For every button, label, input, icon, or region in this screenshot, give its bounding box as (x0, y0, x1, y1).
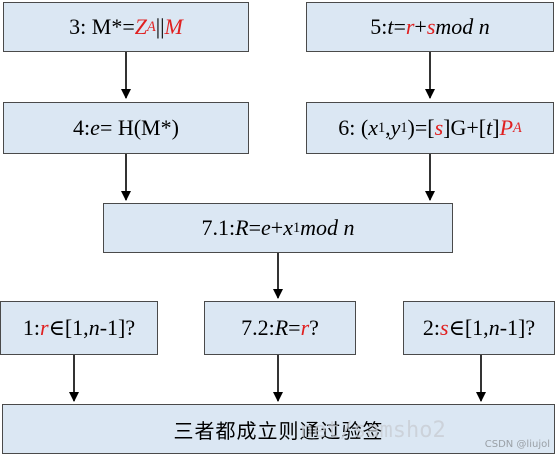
step-4-rest: = H(M*) (99, 115, 179, 140)
condition-1-box: 1:r∈[1,n-1]? (0, 301, 158, 355)
step-7-1-mod: mod n (300, 215, 355, 240)
step-5-r: r (405, 14, 415, 39)
step-5-plus: + (414, 14, 427, 39)
step-3-z: Z (134, 14, 147, 39)
step-6-s: s (434, 115, 444, 140)
step-5-mod: mod n (435, 14, 490, 39)
step-6-x: x (368, 115, 378, 140)
step-7-2-R: R (274, 315, 289, 340)
step-3-m: M (164, 14, 183, 39)
final-result-box: 三者都成立则通过验签 (2, 404, 555, 454)
step-4-prefix: 4: (73, 115, 91, 140)
condition-2-n: n (488, 315, 500, 340)
condition-2-rest2: -1]? (499, 315, 536, 340)
step-7-1-prefix: 7.1: (201, 215, 236, 240)
condition-2-prefix: 2: (422, 315, 440, 340)
step-3-prefix: 3: M*= (69, 14, 135, 39)
step-6-p: P (499, 115, 514, 140)
step-5-prefix: 5: (370, 14, 388, 39)
step-7-2-box: 7.2: R=r? (204, 301, 356, 355)
step-4-box: 4: e = H(M*) (3, 102, 249, 154)
step-4-e: e (90, 115, 100, 140)
condition-1-rest1: ∈[1, (48, 315, 89, 340)
step-6-prefix: 6: ( (338, 115, 369, 140)
step-7-1-x: x (283, 215, 293, 240)
condition-1-rest2: -1]? (99, 315, 136, 340)
final-result-text: 三者都成立则通过验签 (173, 418, 384, 443)
condition-2-rest1: ∈[1, (448, 315, 489, 340)
step-7-1-plus: + (270, 215, 284, 240)
step-7-2-eq: = (288, 315, 301, 340)
step-6-t: t (486, 115, 493, 140)
condition-2-s: s (440, 315, 449, 340)
step-6-mid2: ]G+[ (443, 115, 487, 140)
step-5-eq: = (393, 14, 406, 39)
step-7-2-prefix: 7.2: (241, 315, 275, 340)
step-6-mid1: )=[ (407, 115, 435, 140)
step-3-concat: || (155, 14, 165, 39)
step-5-t: t (387, 14, 394, 39)
step-7-1-e: e (261, 215, 271, 240)
watermark-text: net/samsho2 (300, 418, 446, 443)
step-6-comma: , (385, 115, 391, 140)
step-5-box: 5: t = r+s mod n (306, 2, 554, 52)
step-7-2-r: r (300, 315, 310, 340)
step-7-2-q: ? (309, 315, 319, 340)
step-6-y: y (390, 115, 401, 140)
condition-1-prefix: 1: (22, 315, 40, 340)
step-6-mid3: ] (492, 115, 500, 140)
step-5-s: s (426, 14, 436, 39)
step-7-1-eq: = (248, 215, 261, 240)
condition-2-box: 2:s∈[1,n-1]? (403, 301, 555, 355)
condition-1-n: n (88, 315, 100, 340)
step-7-1-r: R (235, 215, 249, 240)
csdn-watermark: CSDN @liujol (484, 439, 550, 450)
condition-1-r: r (40, 315, 49, 340)
